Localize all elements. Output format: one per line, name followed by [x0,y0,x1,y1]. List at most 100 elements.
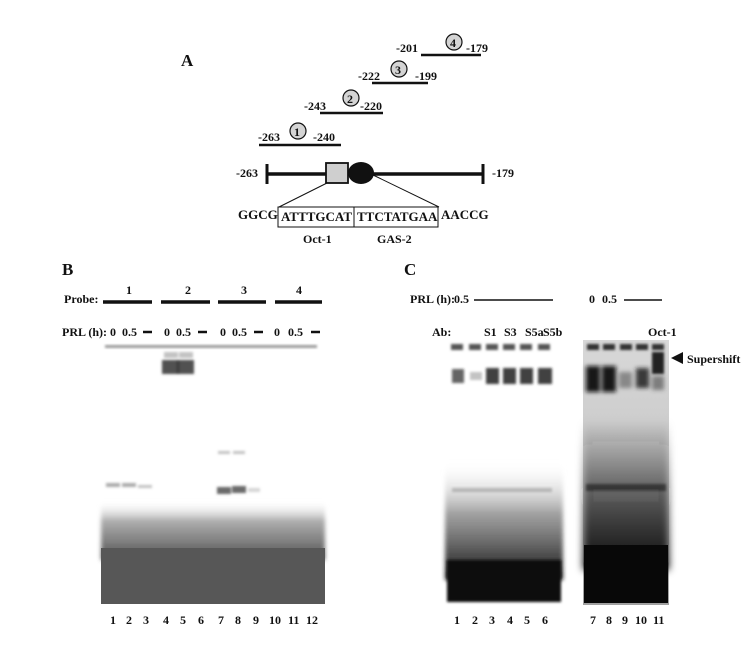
gas-2-label: GAS-2 [377,232,412,246]
panel-c: C PRL (h): 0.5 0 0.5 Ab: S1 S3 S5a S5b O… [404,260,740,627]
lane-b-11: 11 [288,613,299,627]
lane-b-12: 12 [306,613,318,627]
lane-c-3: 3 [489,613,495,627]
wells-b [105,345,317,348]
lane-c-11: 11 [653,613,664,627]
lane-c-10: 10 [635,613,647,627]
promoter-diagram: -263 -179 [236,162,514,208]
prl-b-4: 0 [164,325,170,339]
wells-c-right [587,344,664,350]
wells-c-left [451,344,550,350]
probe-3-end: -199 [415,69,437,83]
lane-c-2: 2 [472,613,478,627]
probe-2: -243 2 -220 [304,89,383,115]
seq-gas-2: TTCTATGAA [357,209,438,224]
probe-group-bars: 1 2 3 4 [103,283,322,304]
supershift-label: Supershift [687,352,740,366]
complex-bands-probe-3 [217,451,260,494]
lane-numbers-b: 1 2 3 4 5 6 7 8 9 10 11 12 [110,613,318,627]
panel-c-label: C [404,260,416,279]
lane-b-5: 5 [180,613,186,627]
probe-2-start: -243 [304,99,326,113]
prl-header-c: PRL (h): [410,292,455,306]
ab-s1: S1 [484,325,497,339]
promoter-start-label: -263 [236,166,258,180]
ab-header: Ab: [432,325,451,339]
probe-4-number: 4 [450,36,456,50]
complex-bands-c-right [586,366,664,392]
free-probe-band-c-left [447,560,561,602]
probe-2-end: -220 [360,99,382,113]
lane-c-5: 5 [524,613,530,627]
probe-group-3: 3 [241,283,247,297]
lane-numbers-c: 1 2 3 4 5 6 7 8 9 10 11 [454,613,664,627]
prl-b-2: 0.5 [122,325,137,339]
supershift-arrow-icon [671,352,683,364]
supershift-band [652,352,664,374]
prl-b-10: 0 [274,325,280,339]
complex-bands-probe-2 [162,352,194,374]
complex-bands-c-left [452,368,552,384]
probe-3-start: -222 [358,69,380,83]
prl-b-11: 0.5 [288,325,303,339]
probe-4-marker [445,33,463,51]
lane-b-9: 9 [253,613,259,627]
lane-b-8: 8 [235,613,241,627]
lane-b-2: 2 [126,613,132,627]
lane-c-4: 4 [507,613,513,627]
panel-b-label: B [62,260,73,279]
seq-right: AACCG [441,207,489,222]
complex-bands-probe-1 [106,483,152,488]
gel-c-left [445,340,563,605]
free-probe-band-b [101,548,325,604]
prl-c-right-0: 0 [589,292,595,306]
gel-b [101,340,325,605]
probe-group-4: 4 [296,283,302,297]
probe-1: -263 1 -240 [258,122,341,147]
lane-b-3: 3 [143,613,149,627]
probe-4-start: -201 [396,41,418,55]
lane-c-7: 7 [590,613,596,627]
gel-c-right [583,340,669,605]
lane-c-9: 9 [622,613,628,627]
lane-b-10: 10 [269,613,281,627]
prl-header-b: PRL (h): [62,325,107,339]
probe-4-end: -179 [466,41,488,55]
prl-b-8: 0.5 [232,325,247,339]
prl-c-right-05: 0.5 [602,292,617,306]
probe-4: -201 4 -179 [396,33,488,57]
ab-s3: S3 [504,325,517,339]
prl-c-left-value: 0.5 [454,292,469,306]
probe-3-marker [390,60,408,78]
probe-1-end: -240 [313,130,335,144]
promoter-end-label: -179 [492,166,514,180]
probe-2-marker [342,89,360,107]
lane-c-8: 8 [606,613,612,627]
sequence: GGCG ATTTGCAT TTCTATGAA AACCG Oct-1 GAS-… [238,206,489,246]
prl-b-1: 0 [110,325,116,339]
probe-1-marker [289,122,307,140]
lane-b-6: 6 [198,613,204,627]
probe-3: -222 3 -199 [358,60,437,85]
seq-left: GGCG [238,207,278,222]
prl-b-7: 0 [220,325,226,339]
panel-a-label: A [181,51,194,70]
probe-2-number: 2 [347,92,353,106]
ab-s5b: S5b [543,325,563,339]
probe-group-2: 2 [185,283,191,297]
ab-oct-1: Oct-1 [648,325,677,339]
free-probe-band-c-right [584,545,668,603]
probe-3-number: 3 [395,63,401,77]
probe-group-1: 1 [126,283,132,297]
probe-header: Probe: [64,292,98,306]
probe-1-number: 1 [294,125,300,139]
oct-1-box [325,162,349,184]
lane-b-7: 7 [218,613,224,627]
lane-c-6: 6 [542,613,548,627]
panel-a: A -201 4 -179 -222 3 -199 -243 [181,33,514,246]
probe-map: -201 4 -179 -222 3 -199 -243 2 -220 [258,33,488,147]
lane-b-4: 4 [163,613,169,627]
probe-1-start: -263 [258,130,280,144]
lane-b-1: 1 [110,613,116,627]
gas-2-element [348,162,374,184]
